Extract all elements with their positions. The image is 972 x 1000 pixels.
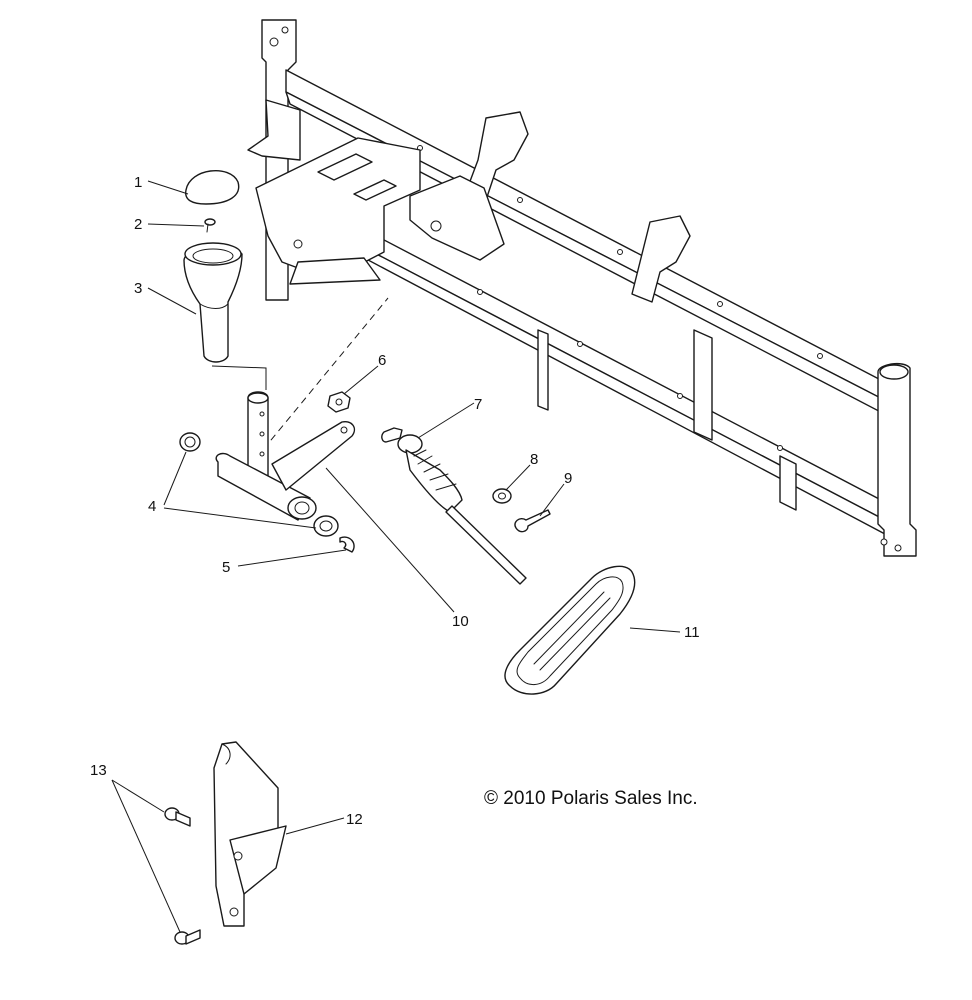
- shifter-mount-bracket: [255, 137, 505, 285]
- frame-crossmember: [247, 19, 917, 557]
- callout-1: 1: [134, 174, 142, 191]
- callout-12: 12: [346, 811, 363, 828]
- callout-7: 7: [474, 396, 482, 413]
- shift-arm: [215, 391, 356, 521]
- callout-11: 11: [684, 624, 700, 641]
- callout-3: 3: [134, 280, 142, 297]
- shift-boot: [504, 565, 636, 695]
- cotter-pin: [514, 509, 551, 533]
- assembly-line: [247, 297, 389, 469]
- bushings: [179, 432, 339, 537]
- callout-4: 4: [148, 498, 156, 515]
- knob-screw: [204, 218, 216, 233]
- callout-10: 10: [452, 613, 469, 630]
- e-clip: [339, 536, 355, 553]
- flange-bolts: [164, 807, 201, 945]
- leader-lines: [111, 180, 681, 933]
- callout-13: 13: [90, 762, 107, 779]
- hex-nut: [327, 391, 351, 413]
- callout-2: 2: [134, 216, 142, 233]
- knob-cap: [185, 170, 240, 205]
- mounting-bracket: [213, 741, 287, 927]
- callout-8: 8: [530, 451, 538, 468]
- washer: [492, 488, 512, 504]
- shift-knob: [183, 242, 243, 363]
- callout-5: 5: [222, 559, 230, 576]
- shift-cable: [381, 427, 527, 585]
- callout-6: 6: [378, 352, 386, 369]
- callout-9: 9: [564, 470, 572, 487]
- copyright-notice: © 2010 Polaris Sales Inc.: [484, 788, 698, 809]
- callout-labels: 1 2 3 4 5 6 7 8 9 10 11 12 13: [90, 174, 700, 828]
